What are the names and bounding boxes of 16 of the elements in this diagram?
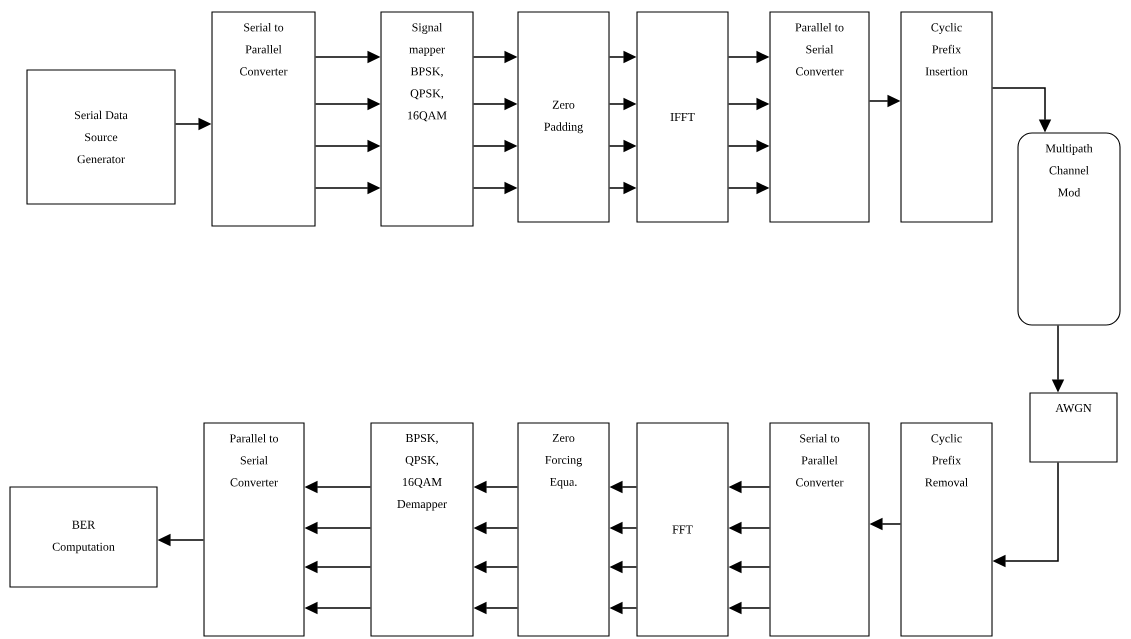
process-box: Serial Data Source Generator (26, 69, 176, 205)
process-box: Zero Padding (517, 11, 610, 223)
process-box: Cyclic Prefix Insertion (900, 11, 993, 223)
process-box: Cyclic Prefix Removal (900, 422, 993, 637)
process-box: Parallel to Serial Converter (203, 422, 305, 637)
process-box: FFT (636, 422, 729, 637)
process-box: BER Computation (9, 486, 158, 588)
process-box: BPSK, QPSK, 16QAM Demapper (370, 422, 474, 637)
process-box: Serial to Parallel Converter (211, 11, 316, 227)
process-box: Multipath Channel Mod (1017, 132, 1121, 326)
process-box: Zero Forcing Equa. (517, 422, 610, 637)
process-box: IFFT (636, 11, 729, 223)
process-box: Parallel to Serial Converter (769, 11, 870, 223)
process-box: Serial to Parallel Converter (769, 422, 870, 637)
process-box: AWGN (1029, 392, 1118, 463)
process-box: Signal mapper BPSK, QPSK, 16QAM (380, 11, 474, 227)
